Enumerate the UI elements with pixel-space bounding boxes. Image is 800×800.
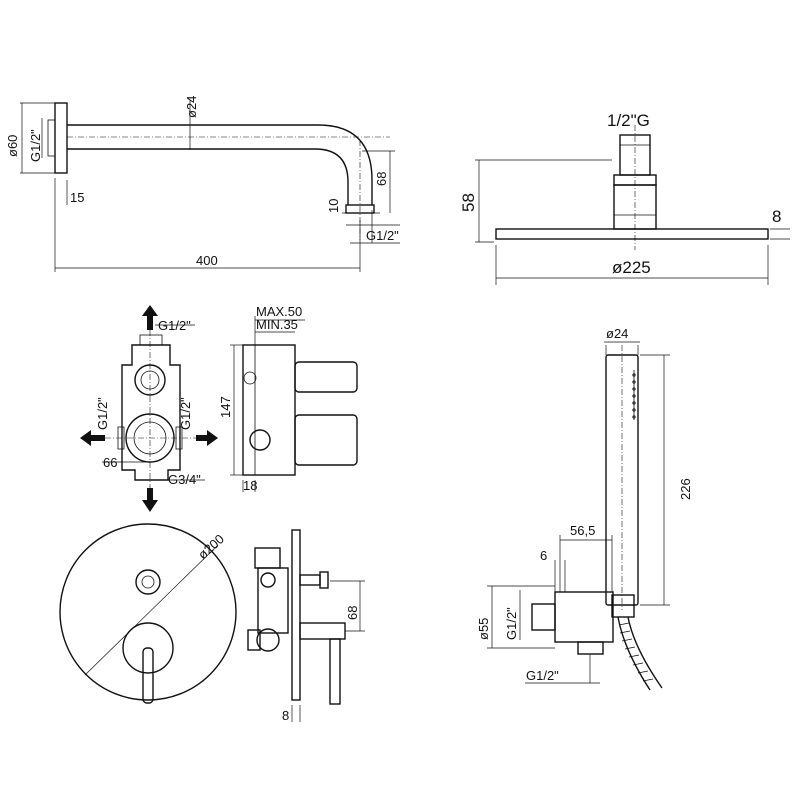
label-valve-left-thread: G1/2": [95, 397, 110, 430]
label-valve-height: 147: [218, 396, 233, 418]
label-head-thread: 1/2"G: [607, 111, 650, 130]
shower-arm-drawing: ø24 ø60 G1/2" 15 400 68 10 G1/2": [5, 96, 400, 272]
wall-flange: [54, 102, 68, 174]
label-head-height: 58: [459, 193, 478, 212]
label-outlet-length: 56,5: [570, 523, 595, 538]
concealed-valve-drawing: G1/2" G1/2" G1/2" 66 G3/4": [80, 305, 218, 512]
wall-outlet: [554, 591, 614, 643]
label-arm-length: 400: [196, 253, 218, 268]
label-valve-width: 66: [103, 455, 117, 470]
mixer-lever: [142, 647, 154, 704]
label-flange-thread: G1/2": [28, 129, 43, 162]
trim-side-plate: [291, 529, 301, 701]
label-valve-offset: 18: [243, 478, 257, 493]
trim-plate: [59, 523, 237, 701]
head-disc: [495, 228, 769, 240]
trim-plate-drawing: ø200: [59, 523, 237, 704]
hose: [617, 616, 651, 691]
label-arm-tip: 10: [326, 199, 341, 213]
label-valve-right-thread: G1/2": [178, 397, 193, 430]
valve-side-body: [242, 344, 296, 476]
diverter-knob: [135, 569, 161, 595]
arm-tube: [67, 124, 373, 205]
label-outlet-diameter: ø55: [476, 618, 491, 640]
label-valve-max-depth: MAX.50: [256, 304, 302, 319]
label-plate-thickness: 8: [282, 708, 289, 723]
valve-side-drawing: MAX.50 MIN.35 147 18: [218, 304, 358, 493]
label-flange-diameter: ø60: [5, 135, 20, 157]
label-flange-depth: 15: [70, 190, 84, 205]
trim-side-drawing: 68 8: [247, 529, 365, 723]
arrow-down-icon: [142, 488, 158, 512]
label-arm-diameter: ø24: [184, 96, 199, 118]
label-arm-drop: 68: [374, 172, 389, 186]
label-hand-diameter: ø24: [606, 326, 628, 341]
label-head-diameter: ø225: [612, 258, 651, 277]
shower-head-drawing: 1/2"G 58 8 ø225: [459, 111, 790, 285]
label-plate-diameter: ø200: [195, 531, 227, 562]
label-outlet-thread: G1/2": [504, 607, 519, 640]
label-valve-min-depth: MIN.35: [256, 317, 298, 332]
label-handle-height: 68: [345, 606, 360, 620]
hand-shower-drawing: ø24 226 56,5 6 ø55 G1/2" G1/2": [476, 326, 693, 691]
label-arm-thread: G1/2": [366, 228, 399, 243]
arrow-up-icon: [142, 305, 158, 330]
label-outlet-bottom-thread: G1/2": [526, 668, 559, 683]
hand-shower-body: [605, 354, 639, 606]
label-hand-length: 226: [678, 478, 693, 500]
arrow-left-icon: [196, 430, 218, 446]
mixer-handle-base: [122, 622, 174, 674]
label-outlet-offset: 6: [540, 548, 547, 563]
label-head-thickness: 8: [772, 207, 781, 226]
arrow-right-icon: [80, 430, 105, 446]
label-valve-top-thread: G1/2": [158, 318, 191, 333]
label-valve-bottom-thread: G3/4": [168, 472, 201, 487]
